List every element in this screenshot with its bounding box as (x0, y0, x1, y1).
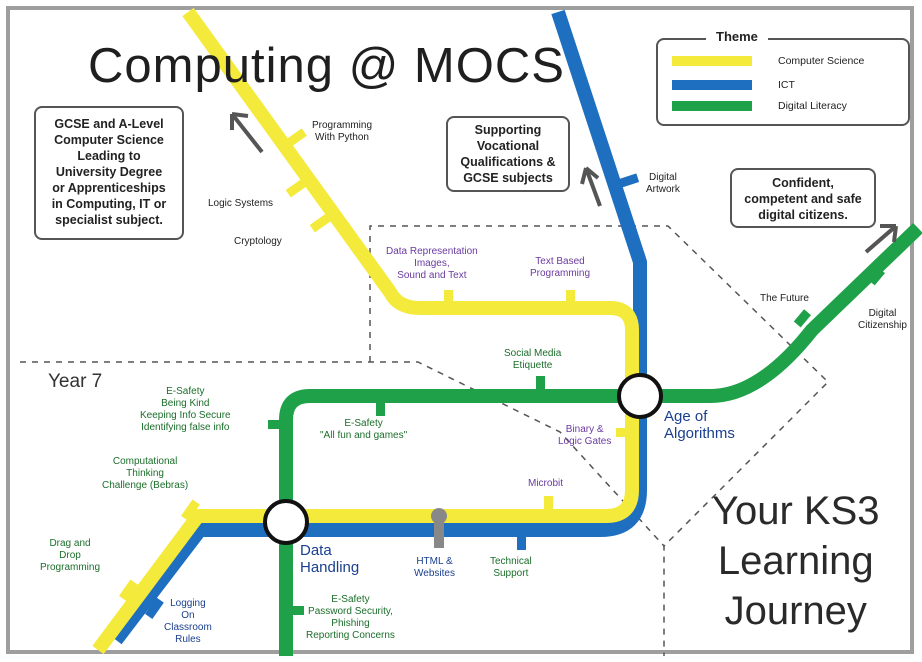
label-logic-systems: Logic Systems (208, 198, 274, 209)
cs-stops (118, 128, 630, 602)
legend-label-ict: ICT (778, 79, 795, 91)
dl-stops (268, 267, 885, 615)
stop-esafety-fun (376, 402, 385, 416)
label-data-handling: Data Handling (300, 542, 360, 576)
stop-digital-artwork (619, 173, 640, 188)
label-programming-python: Programming With Python (312, 120, 373, 143)
legend-swatch-ict (672, 80, 752, 90)
legend-title: Theme (706, 29, 768, 44)
stop-esafety-kind (268, 420, 282, 429)
stop-cryptology (309, 212, 333, 233)
label-esafety-password: E-Safety Password Security, Phishing Rep… (306, 594, 395, 641)
label-digital-citizenship: Digital Citizenship (858, 308, 907, 331)
dl-arrow (864, 224, 898, 254)
stop-html-websites (431, 508, 447, 548)
stop-social-media (536, 376, 545, 390)
cs-arrow (230, 112, 264, 154)
label-cryptology: Cryptology (234, 236, 282, 247)
page-title: Computing @ MOCS (88, 39, 565, 93)
stop-esafety-password (290, 606, 304, 615)
stop-binary-logic (616, 428, 630, 437)
legend-swatch-dl (672, 101, 752, 111)
cs-line (92, 7, 639, 655)
legend-swatch-cs (672, 56, 752, 66)
stop-digital-citizenship (867, 267, 885, 286)
stop-programming-python (283, 128, 307, 149)
stop-technical-support (517, 536, 526, 550)
label-html-websites: HTML & Websites (414, 556, 455, 579)
label-drag-drop: Drag and Drop Programming (40, 538, 101, 573)
interchange-age-of-algorithms (617, 373, 663, 419)
label-the-future: The Future (760, 293, 809, 304)
cs-outcome-box: GCSE and A-Level Computer Science Leadin… (34, 106, 184, 240)
stop-the-future (793, 309, 811, 328)
label-technical-support: Technical Support (490, 556, 532, 579)
dl-outcome-box: Confident, competent and safe digital ci… (730, 168, 876, 228)
zone-boundary-upper (369, 225, 830, 656)
region-year7: Year 7 (48, 371, 103, 392)
label-data-representation: Data Representation Images, Sound and Te… (386, 246, 478, 281)
label-esafety-kind: E-Safety Being Kind Keeping Info Secure … (140, 386, 231, 433)
stop-drag-drop (118, 579, 138, 602)
ict-arrow (580, 166, 602, 207)
stop-logic-systems (285, 177, 309, 198)
stop-text-based (566, 290, 575, 304)
stop-microbit (544, 496, 553, 510)
label-digital-artwork: Digital Artwork (646, 172, 680, 195)
zone-boundaries (20, 225, 830, 656)
ict-stops (144, 173, 640, 620)
label-logging-on: Logging On Classroom Rules (164, 598, 212, 645)
ict-line (110, 9, 647, 645)
arrows (230, 112, 898, 254)
journey-caption: Your KS3 Learning Journey (712, 489, 880, 633)
label-binary-logic: Binary & Logic Gates (558, 424, 612, 447)
label-computational: Computational Thinking Challenge (Bebras… (102, 456, 189, 491)
label-microbit: Microbit (528, 478, 564, 489)
stop-logging-on (144, 597, 164, 620)
label-esafety-fun: E-Safety "All fun and games" (320, 418, 408, 441)
interchange-data-handling (263, 499, 309, 545)
label-age-of-algorithms: Age of Algorithms (664, 408, 735, 442)
diagram-frame (6, 6, 914, 654)
legend-label-cs: Computer Science (778, 55, 865, 67)
label-text-based: Text Based Programming (530, 256, 591, 279)
legend-label-dl: Digital Literacy (778, 100, 847, 112)
ict-outcome-box: Supporting Vocational Qualifications & G… (446, 116, 570, 192)
stop-data-representation (444, 290, 453, 304)
label-social-media: Social Media Etiquette (504, 348, 562, 371)
stop-computational (180, 499, 200, 522)
digital-literacy-line (279, 222, 922, 656)
